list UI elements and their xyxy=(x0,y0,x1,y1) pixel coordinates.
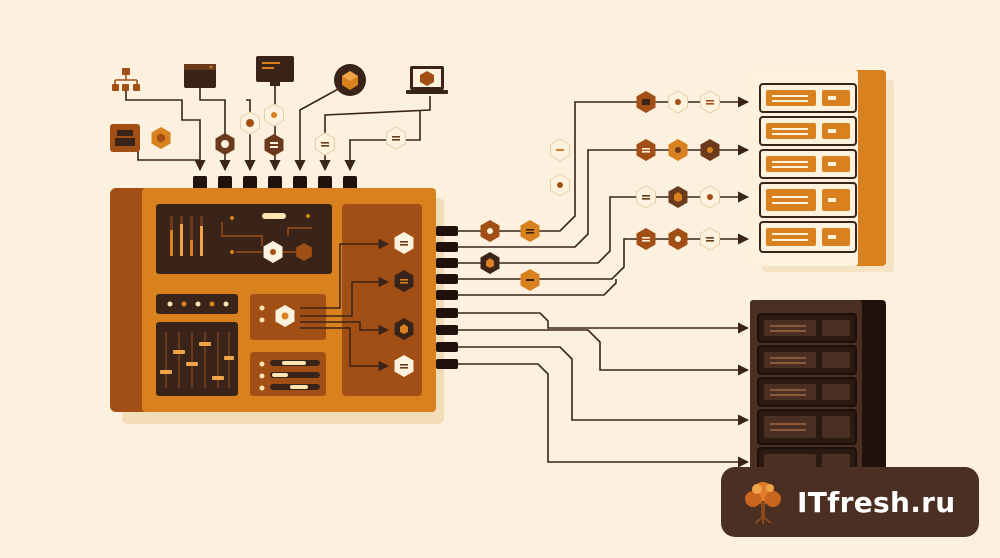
hierarchy-icon xyxy=(112,68,140,91)
laptop-icon xyxy=(406,66,448,94)
main-controller xyxy=(110,188,444,424)
dark-server-unit xyxy=(757,409,857,445)
input-lines xyxy=(125,82,431,172)
input-ports xyxy=(193,176,357,190)
cube-badge-icon xyxy=(334,64,366,96)
dark-server-unit xyxy=(757,313,857,343)
dark-server-unit xyxy=(757,345,857,375)
light-server-unit xyxy=(759,149,857,179)
light-server-rack xyxy=(750,70,894,272)
browser-window-icon xyxy=(184,64,216,88)
printer-icon xyxy=(110,124,140,152)
output-hex-icons xyxy=(480,90,720,291)
monitor-icon xyxy=(256,56,294,86)
brand-name: ITfresh.ru xyxy=(797,485,956,519)
light-server-unit xyxy=(759,221,857,253)
brand-badge[interactable]: ITfresh.ru xyxy=(721,467,979,537)
dark-server-rack xyxy=(750,300,886,480)
light-server-unit xyxy=(759,182,857,218)
light-server-unit xyxy=(759,83,857,113)
output-lines xyxy=(458,96,750,468)
dark-server-unit xyxy=(757,377,857,407)
light-server-unit xyxy=(759,116,857,146)
tree-icon xyxy=(745,482,781,524)
input-hex-icons xyxy=(151,103,406,156)
output-ports xyxy=(436,226,458,369)
